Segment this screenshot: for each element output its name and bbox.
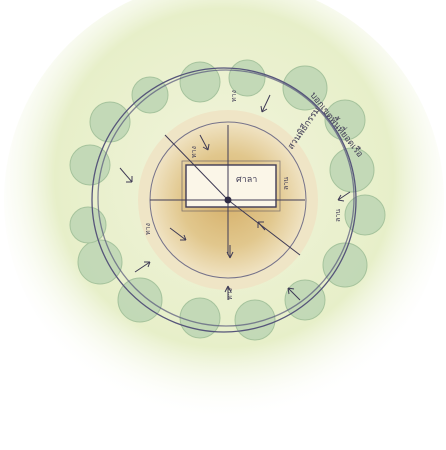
direction-arrow-icon (226, 245, 234, 259)
tree-icon (89, 101, 131, 143)
label-right-small-2: ลาน (334, 209, 342, 222)
direction-arrow-icon (224, 285, 232, 300)
direction-arrow-icon (260, 94, 271, 113)
direction-arrow-icon (257, 221, 266, 231)
label-bottom-small: ทาง (226, 288, 234, 300)
building-outline-secondary (181, 160, 281, 212)
label-center: ศาลา (236, 175, 257, 185)
label-left-small-1: ทาง (190, 146, 198, 158)
direction-arrow-icon (287, 287, 301, 301)
tree-icon (344, 194, 386, 236)
label-top-small: ทาง (230, 90, 238, 102)
tree-icon (234, 299, 276, 341)
tree-icon (117, 277, 163, 323)
tree-icon (77, 239, 123, 285)
label-right-small-1: ลาน (282, 177, 290, 190)
center-dot-icon (224, 196, 232, 204)
direction-arrow-icon (134, 261, 151, 273)
tree-icon (69, 144, 111, 186)
tree-icon (282, 65, 328, 111)
direction-arrow-icon (119, 167, 133, 183)
direction-arrow-icon (169, 227, 187, 241)
direction-arrow-icon (199, 134, 210, 151)
direction-arrows (119, 94, 351, 301)
outer-boundary (91, 67, 357, 333)
direction-arrow-icon (337, 191, 351, 202)
label-left-small-2: ทาง (144, 223, 152, 235)
tree-icon (322, 242, 368, 288)
